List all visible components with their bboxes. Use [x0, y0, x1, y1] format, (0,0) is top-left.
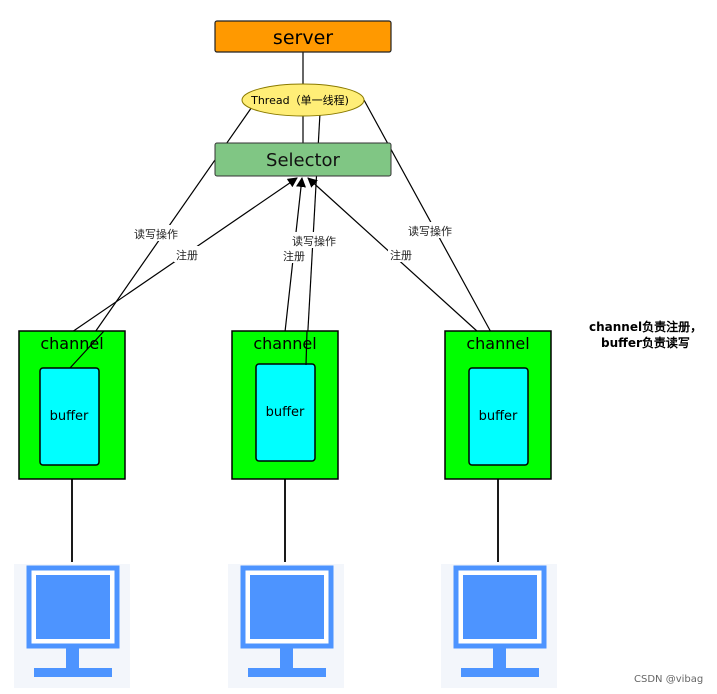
read-write-edge-left-inner — [69, 330, 105, 369]
edge-label-read-write-right: 读写操作 — [405, 222, 455, 238]
svg-text:注册: 注册 — [283, 249, 305, 263]
svg-text:读写操作: 读写操作 — [292, 234, 336, 248]
note-line-2: buffer负责读写 — [601, 335, 690, 350]
server-label: server — [273, 27, 333, 49]
svg-text:注册: 注册 — [176, 248, 198, 262]
buffer-label: buffer — [266, 405, 305, 420]
edge-label-read-write-left: 读写操作 — [131, 225, 181, 241]
monitor-icon — [228, 564, 344, 688]
edge-label-read-write-mid: 读写操作 — [290, 232, 340, 248]
edge-label-register-mid: 注册 — [281, 247, 307, 263]
note-text: channel负责注册， buffer负责读写 — [589, 319, 702, 350]
channel-node-3: channel buffer — [444, 330, 552, 480]
buffer-node-1 — [39, 367, 100, 466]
thread-node: Thread（单一线程) — [241, 83, 365, 117]
channel-label: channel — [253, 334, 316, 353]
channel-label: channel — [40, 334, 103, 353]
edge-label-register-left: 注册 — [174, 246, 200, 262]
buffer-node-3 — [468, 367, 529, 466]
selector-label: Selector — [266, 150, 341, 171]
channel-node-1: channel buffer — [18, 330, 126, 480]
channel-node-2: channel buffer — [231, 330, 339, 480]
note-line-1: channel负责注册， — [589, 319, 702, 334]
thread-label: Thread（单一线程) — [250, 93, 349, 107]
svg-text:读写操作: 读写操作 — [134, 227, 178, 241]
server-node: server — [214, 20, 392, 53]
monitor-icon — [14, 564, 130, 688]
watermark: CSDN @vibag — [634, 674, 703, 685]
svg-text:读写操作: 读写操作 — [408, 224, 452, 238]
monitor-icon — [441, 564, 557, 688]
buffer-node-2 — [255, 363, 316, 462]
svg-text:注册: 注册 — [390, 248, 412, 262]
read-write-edge-mid-inner — [305, 330, 308, 366]
buffer-label: buffer — [50, 409, 89, 424]
selector-node: Selector — [214, 142, 392, 177]
channel-label: channel — [466, 334, 529, 353]
edge-label-register-right: 注册 — [388, 246, 414, 262]
buffer-label: buffer — [479, 409, 518, 424]
